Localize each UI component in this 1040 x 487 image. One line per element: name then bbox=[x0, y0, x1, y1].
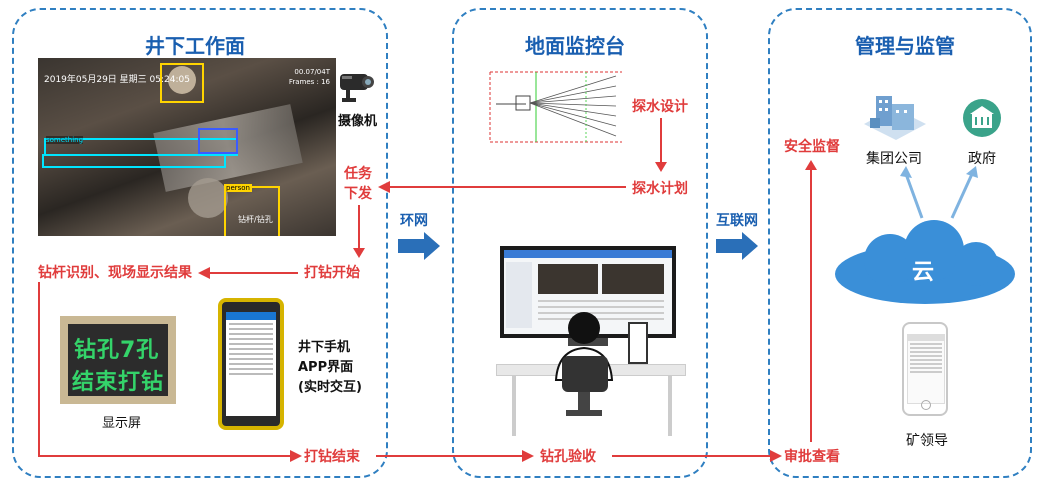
flow-line-bottom-left bbox=[38, 455, 294, 457]
rugged-phone bbox=[218, 298, 284, 430]
arrow-left-icon bbox=[378, 181, 390, 193]
camera-icon bbox=[340, 74, 374, 102]
flow-line-approval-up bbox=[810, 170, 812, 442]
arrow-left-icon bbox=[198, 267, 210, 279]
arrow-right-icon bbox=[290, 450, 302, 462]
internet-arrow-icon bbox=[716, 232, 758, 260]
flow-line-bottom-right bbox=[612, 455, 774, 457]
cloud-up-arrows-icon bbox=[900, 166, 978, 219]
led-display: 钻孔7孔 结束打钻 bbox=[60, 316, 176, 404]
arrow-right-icon bbox=[770, 450, 782, 462]
led-line-2: 结束打钻 bbox=[72, 370, 165, 395]
detect-label-rod: 钻杆/钻孔 bbox=[238, 215, 273, 224]
water-design-drawing bbox=[486, 68, 626, 146]
cloud-icon bbox=[835, 220, 1015, 304]
drill-end-label: 打钻结束 bbox=[304, 449, 360, 465]
desk-leg-left bbox=[512, 376, 516, 436]
ground-title: 地面监控台 bbox=[525, 34, 625, 58]
ring-network-arrow-icon bbox=[398, 232, 440, 260]
mine-leader-label: 矿领导 bbox=[906, 433, 948, 449]
group-company-label: 集团公司 bbox=[866, 151, 922, 167]
arrow-down-icon bbox=[353, 248, 365, 258]
flow-line-left-down bbox=[38, 282, 40, 456]
task-issue-line2: 下发 bbox=[344, 186, 372, 202]
hole-acceptance-label: 钻孔验收 bbox=[540, 449, 596, 465]
phone-caption-1: 井下手机 bbox=[298, 340, 351, 355]
flow-line-drill-start bbox=[210, 272, 298, 274]
phone-caption-2: APP界面 bbox=[298, 360, 354, 375]
arrow-right-icon bbox=[522, 450, 534, 462]
detect-label-something: something bbox=[46, 136, 84, 144]
camera-rate: 00.07/04T bbox=[294, 68, 330, 76]
approval-view-label: 审批查看 bbox=[784, 449, 840, 465]
ring-network-label: 环网 bbox=[400, 213, 428, 229]
government-icon bbox=[963, 99, 1001, 137]
flow-line-plan-to-task bbox=[390, 186, 626, 188]
display-label: 显示屏 bbox=[102, 416, 142, 431]
operator-icon bbox=[554, 312, 614, 416]
management-panel bbox=[768, 8, 1032, 478]
led-line-1: 钻孔7孔 bbox=[74, 338, 160, 363]
flow-line-task-down bbox=[358, 205, 360, 250]
phone-caption-3: (实时交互) bbox=[298, 380, 362, 395]
government-label: 政府 bbox=[968, 151, 996, 167]
water-plan-label: 探水计划 bbox=[632, 181, 688, 197]
camera-timestamp: 2019年05月29日 星期三 05:24:05 bbox=[44, 75, 190, 85]
drill-rod-result-label: 钻杆识别、现场显示结果 bbox=[38, 265, 192, 281]
pc-tower bbox=[628, 322, 648, 364]
management-title: 管理与监管 bbox=[855, 34, 955, 58]
underground-title: 井下工作面 bbox=[145, 34, 245, 58]
camera-label: 摄像机 bbox=[338, 114, 378, 129]
flow-line-bottom-mid bbox=[376, 455, 526, 457]
water-design-label: 探水设计 bbox=[632, 99, 688, 115]
camera-frames: Frames : 16 bbox=[288, 78, 330, 86]
safety-supervision-label: 安全监督 bbox=[784, 139, 840, 155]
arrow-down-icon bbox=[655, 162, 667, 172]
arrow-up-icon bbox=[805, 160, 817, 170]
desk-leg-right bbox=[668, 376, 672, 436]
flow-line-design-plan bbox=[660, 118, 662, 164]
cloud-label: 云 bbox=[912, 260, 935, 285]
ground-panel bbox=[452, 8, 708, 478]
group-company-building-icon bbox=[864, 96, 926, 140]
internet-label: 互联网 bbox=[716, 213, 758, 229]
drill-start-label: 打钻开始 bbox=[304, 265, 360, 281]
camera-footage: 2019年05月29日 星期三 05:24:05 00.07/04T Frame… bbox=[38, 58, 336, 236]
task-issue-line1: 任务 bbox=[344, 166, 372, 182]
detect-label-person: person bbox=[224, 184, 252, 192]
underground-panel bbox=[12, 8, 388, 478]
smartphone bbox=[902, 322, 948, 416]
